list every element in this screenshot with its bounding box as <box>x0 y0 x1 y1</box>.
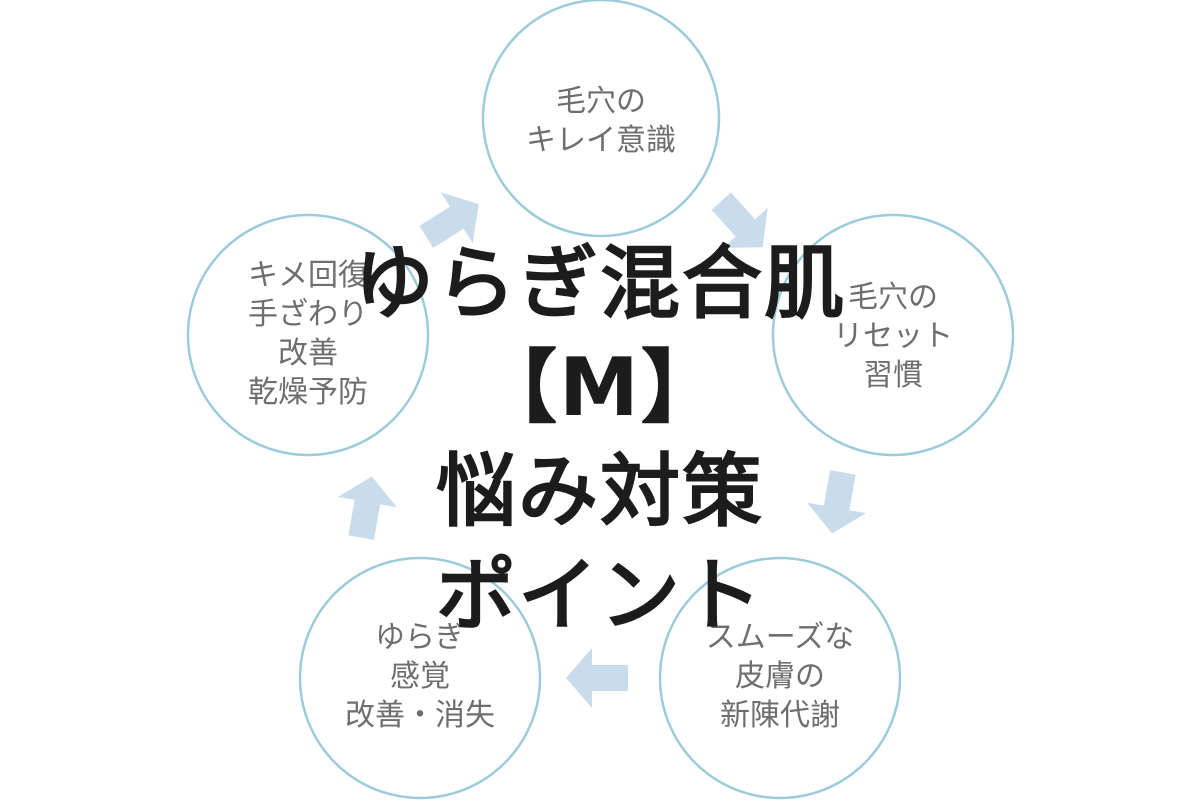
node-label-2: 毛穴の リセット 習慣 <box>773 278 1013 395</box>
node-label-1: 毛穴の キレイ意識 <box>481 82 721 160</box>
node-text: スムーズな <box>705 620 855 655</box>
node-text: 毛穴の <box>556 84 646 119</box>
arrow-icon <box>419 192 479 248</box>
node-circle-5 <box>186 213 430 457</box>
node-text: 新陳代謝 <box>720 698 840 733</box>
node-text: 毛穴の <box>848 280 938 315</box>
node-text: 皮膚の <box>735 659 825 694</box>
node-text: キレイ意識 <box>526 123 676 158</box>
node-text: 改善 <box>278 336 338 371</box>
node-text: 乾燥予防 <box>248 375 368 410</box>
title-line-3: 悩み対策 <box>436 445 764 538</box>
node-label-4: ゆらぎ 感覚 改善・消失 <box>300 618 540 735</box>
node-text: 手ざわり <box>248 297 368 332</box>
title-line-1: ゆらぎ混合肌 <box>354 237 846 330</box>
node-text: 感覚 <box>390 659 450 694</box>
node-text: 習慣 <box>863 358 923 393</box>
page-title: ゆらぎ混合肌 【M】 悩み対策 ポイント <box>250 232 950 648</box>
node-circle-4 <box>298 556 542 800</box>
node-label-5: キメ回復 手ざわり 改善 乾燥予防 <box>188 256 428 412</box>
node-text: ゆらぎ <box>375 620 465 655</box>
node-circle-1 <box>481 0 721 238</box>
node-text: キメ回復 <box>248 258 368 293</box>
arrow-icon <box>807 470 867 534</box>
node-circle-3 <box>658 556 902 800</box>
node-text: リセット <box>833 319 953 354</box>
arrow-icon <box>337 476 397 540</box>
arrow-icon <box>566 648 628 708</box>
node-circle-2 <box>771 213 1015 457</box>
arrow-icon <box>711 192 768 249</box>
title-line-2: 【M】 <box>477 341 723 434</box>
node-label-3: スムーズな 皮膚の 新陳代謝 <box>660 618 900 735</box>
title-line-4: ポイント <box>436 549 764 642</box>
node-text: 改善・消失 <box>345 698 495 733</box>
